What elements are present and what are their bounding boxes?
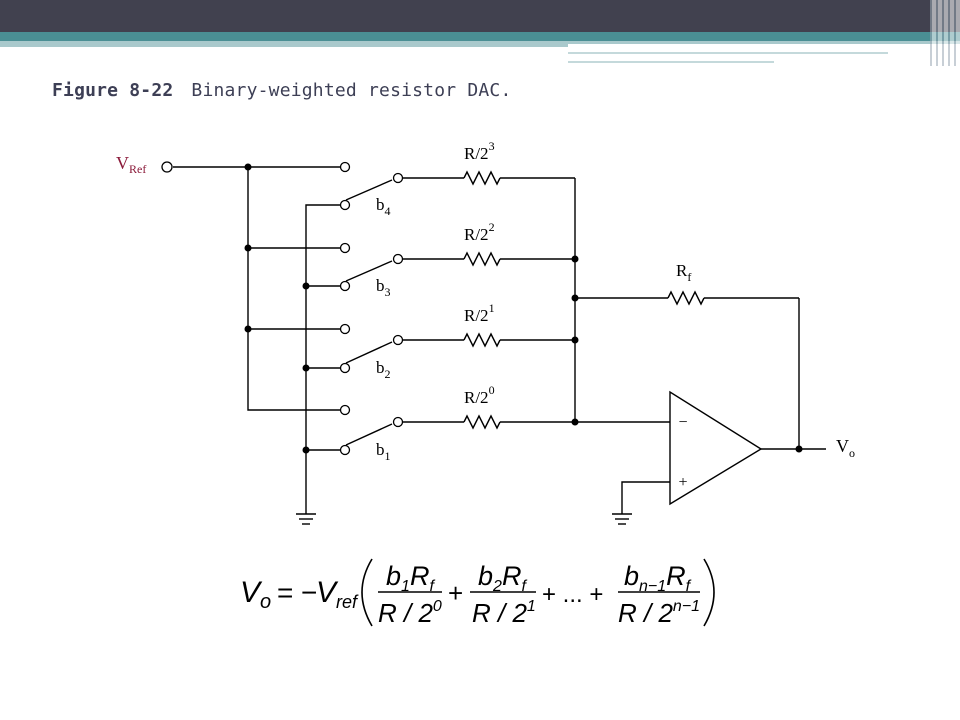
figure-label: Figure 8-22 xyxy=(52,80,174,101)
header-corner-stripes xyxy=(930,0,960,66)
figure-title: Figure 8-22 Binary-weighted resistor DAC. xyxy=(52,80,511,104)
header-bar-dark xyxy=(0,0,960,32)
resistors xyxy=(463,170,705,430)
termn-numerator: bn−1Rf xyxy=(624,561,692,595)
header-bar-light-right xyxy=(568,41,960,44)
header-rule-2 xyxy=(568,61,774,63)
equation-lhs: Vo xyxy=(240,576,271,613)
left-paren xyxy=(361,558,373,627)
ellipsis: + ... + xyxy=(542,581,603,608)
termn-denominator: R / 2n−1 xyxy=(618,598,700,628)
equation-vref: Vref xyxy=(316,576,359,612)
switch-label-b4: b4 xyxy=(376,195,391,218)
opamp-inverting-sign: − xyxy=(678,414,687,431)
resistor-rf xyxy=(667,290,705,306)
vref-label: VRef xyxy=(116,153,146,176)
header-bar-light xyxy=(0,41,568,47)
resistor-label-r-over-4: R/22 xyxy=(464,220,495,244)
resistor-label-r-over-8: R/23 xyxy=(464,139,495,163)
equation-minus: − xyxy=(301,577,317,608)
resistor-r xyxy=(463,414,501,430)
ground-icon xyxy=(296,513,316,525)
switch-label-b3: b3 xyxy=(376,276,391,299)
term1-numerator: b1Rf xyxy=(386,561,435,595)
figure-caption: Binary-weighted resistor DAC. xyxy=(191,80,512,101)
resistor-label-r: R/20 xyxy=(464,383,495,407)
plus-sign: + xyxy=(448,578,463,608)
terminals xyxy=(161,161,404,456)
resistor-r-over-4 xyxy=(463,251,501,267)
output-label: Vo xyxy=(836,436,855,460)
term2-numerator: b2Rf xyxy=(478,561,527,595)
opamp-noninverting-sign: + xyxy=(678,474,687,491)
resistor-r-over-2 xyxy=(463,332,501,348)
switch-label-b2: b2 xyxy=(376,358,391,381)
header-rule-1 xyxy=(568,52,888,54)
junction-dots xyxy=(244,163,803,454)
right-paren xyxy=(703,558,715,627)
switch-label-b1: b1 xyxy=(376,440,391,463)
resistor-label-r-over-2: R/21 xyxy=(464,301,495,325)
output-voltage-equation: Vo = − Vref b1Rf R / 20 + b2Rf R / 21 + … xyxy=(240,558,715,628)
opamp-symbol xyxy=(669,390,763,506)
header-bar-teal xyxy=(0,32,960,41)
resistor-r-over-8 xyxy=(463,170,501,186)
feedback-resistor-label: Rf xyxy=(676,261,691,284)
term1-denominator: R / 20 xyxy=(378,598,442,628)
equation-equals: = xyxy=(277,577,293,608)
ground-icon xyxy=(612,513,632,525)
wires xyxy=(173,166,826,514)
term2-denominator: R / 21 xyxy=(472,598,536,628)
